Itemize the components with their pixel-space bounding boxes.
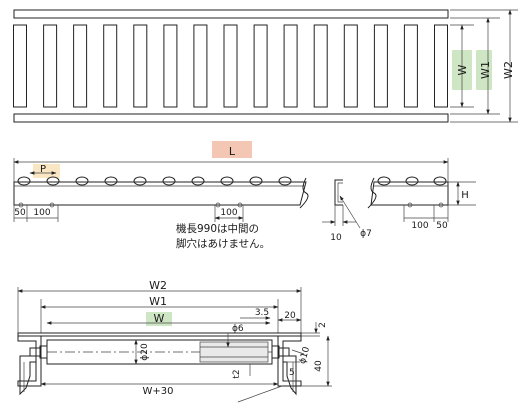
leader-line: [237, 385, 283, 403]
section-top-flange: [17, 332, 302, 337]
dim-5-label: 5: [289, 368, 295, 378]
top-frame-lower: [13, 113, 449, 123]
leg-hole: [18, 202, 24, 208]
top-roller: [103, 24, 118, 108]
dim-w2-label: W2: [149, 279, 167, 292]
right-shaft-end: [278, 347, 290, 357]
section-left-leg: [19, 355, 37, 396]
dim-t2-label: t2: [232, 369, 242, 378]
note-line-2: 脚穴はあけません。: [176, 237, 270, 250]
leader-line: [339, 195, 361, 229]
break-line-right: [367, 177, 377, 209]
dim-50-left-label: 50: [14, 208, 26, 218]
side-frame-left: [13, 181, 307, 206]
dim-w1-label: W1: [149, 295, 167, 308]
section-right-channel: [277, 335, 302, 387]
side-roller: [133, 176, 147, 186]
dim-3-5-label: 3.5: [255, 308, 269, 318]
top-roller: [403, 24, 418, 108]
section-view: W2 W1 W 3.5 20 2: [17, 279, 332, 403]
leg-hole: [215, 202, 221, 208]
section-right-leg: [282, 355, 297, 396]
top-roller: [163, 24, 178, 108]
dim-phi7-label: ϕ7: [360, 229, 372, 239]
dim-2-label: 2: [318, 322, 328, 328]
leader-line: [291, 349, 305, 355]
side-roller: [162, 176, 176, 186]
top-roller: [313, 24, 328, 108]
side-roller-group-left: [17, 176, 292, 186]
side-roller: [278, 176, 292, 186]
dim-p-label: P: [40, 164, 46, 175]
top-roller: [223, 24, 238, 108]
dim-w-plus-30-label: W+30: [143, 386, 174, 397]
dim-100-mid-label: 100: [220, 208, 237, 218]
dim-phi10-label: ϕ10: [298, 346, 312, 366]
top-roller: [343, 24, 358, 108]
leg-hole: [407, 202, 413, 208]
top-roller: [373, 24, 388, 108]
leg-hole: [237, 202, 243, 208]
side-roller: [191, 176, 205, 186]
dim-w1-label: W1: [479, 61, 492, 79]
top-roller: [73, 24, 88, 108]
dim-w2-label: W2: [502, 61, 515, 79]
dim-w-label: W: [154, 312, 165, 325]
side-roller: [433, 176, 447, 186]
top-frame-upper: [13, 9, 449, 19]
top-roller: [133, 24, 148, 108]
dim-20-top-label: 20: [284, 311, 296, 321]
dim-l-label: L: [229, 145, 236, 158]
side-roller: [75, 176, 89, 186]
side-roller: [249, 176, 263, 186]
side-roller: [377, 176, 391, 186]
side-roller-group-right: [377, 176, 447, 186]
top-roller: [43, 24, 58, 108]
dim-phi20-label: ϕ20: [140, 343, 150, 361]
side-view: L P H 50 100: [13, 141, 476, 250]
dim-40-label: 40: [314, 360, 324, 372]
side-frame-right: [370, 181, 449, 206]
top-roller: [193, 24, 208, 108]
leg-hole: [49, 202, 55, 208]
top-roller: [253, 24, 268, 108]
top-roller-group: [13, 24, 448, 108]
top-roller: [434, 24, 448, 108]
side-roller: [104, 176, 118, 186]
top-view: W W1 W2: [13, 9, 518, 123]
side-roller: [46, 176, 60, 186]
left-shaft-end: [29, 347, 41, 357]
dim-h-label: H: [461, 190, 469, 201]
dim-p-highlight: [33, 164, 60, 178]
dim-10-label: 10: [330, 233, 342, 243]
side-roller: [220, 176, 234, 186]
section-left-channel: [17, 335, 42, 387]
dim-50-right-label: 50: [436, 221, 448, 231]
section-shaft-shade: [199, 341, 269, 363]
channel-section-detail: [334, 179, 343, 206]
side-roller: [405, 176, 419, 186]
side-roller: [17, 176, 31, 186]
top-roller: [283, 24, 298, 108]
dim-phi6-label: ϕ6: [232, 324, 244, 334]
dim-100-left-label: 100: [33, 208, 50, 218]
break-line-left: [299, 177, 309, 209]
leg-hole: [438, 202, 444, 208]
dim-w-label: W: [456, 64, 469, 75]
note-line-1: 機長990は中間の: [176, 222, 259, 235]
dim-l-highlight: [212, 141, 252, 158]
dim-100-right-label: 100: [411, 221, 428, 231]
top-roller: [13, 24, 27, 108]
